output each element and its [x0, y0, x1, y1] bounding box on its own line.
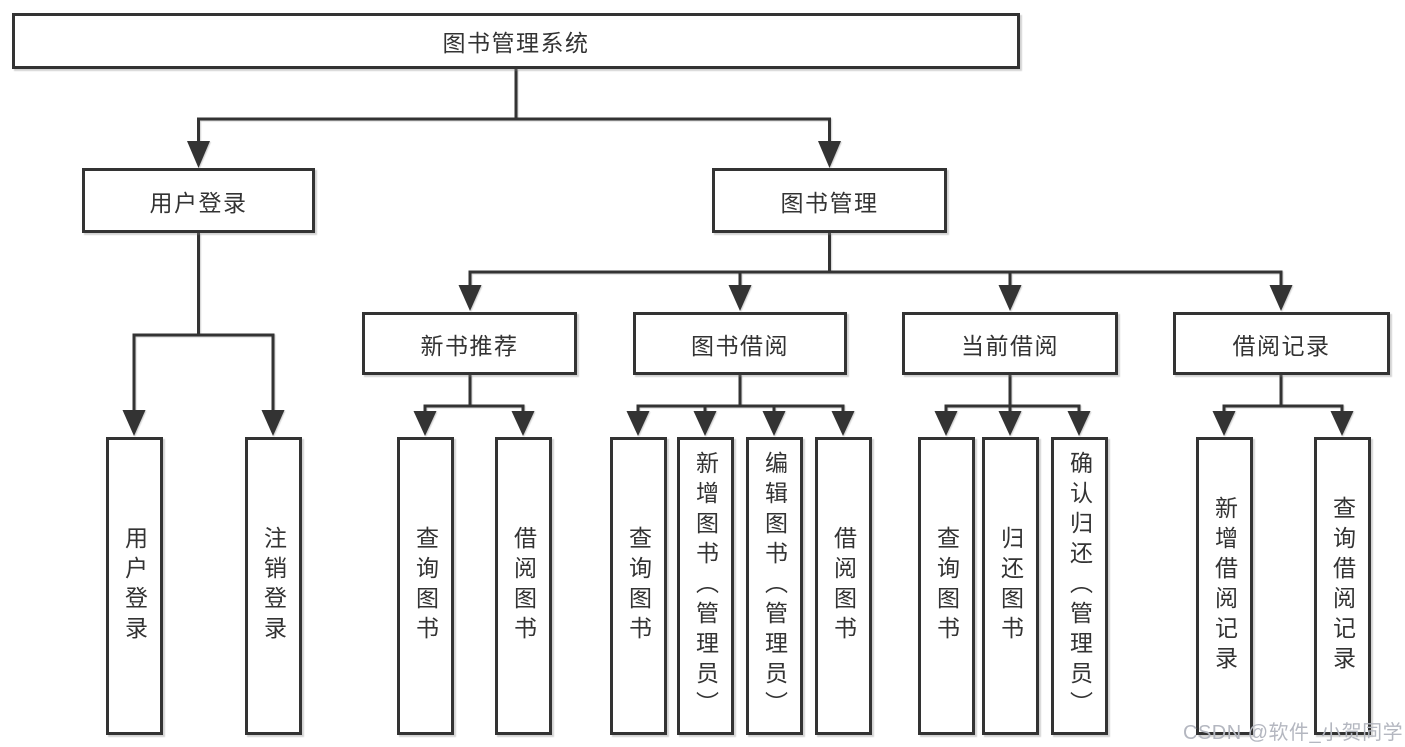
node-label: 图书管理系统 [442, 30, 590, 56]
node-current-borrowing: 当前借阅 [902, 312, 1118, 375]
node-label: 注销登录 [260, 526, 287, 646]
node-label: 确认归还（管理员） [1066, 451, 1093, 721]
leaf-user-login-action: 用户登录 [105, 437, 163, 735]
arrowheads-bookborrow-leaves [626, 411, 855, 436]
connector-newbooks-to-leaves [423, 375, 525, 413]
leaf-logout-action: 注销登录 [244, 437, 302, 735]
connector-root-to-level2 [197, 69, 831, 143]
node-label: 当前借阅 [961, 332, 1059, 359]
leaf-borrowing-query-books: 查询图书 [609, 437, 667, 735]
node-label: 查询图书 [412, 526, 439, 646]
node-label: 新增借阅记录 [1211, 496, 1238, 676]
connector-bookmgmt-to-level3 [468, 233, 1283, 288]
arrowheads-records-leaves [1212, 411, 1354, 436]
node-user-login: 用户登录 [82, 168, 315, 233]
leaf-records-add-record: 新增借阅记录 [1195, 437, 1253, 735]
arrowheads-userlogin-leaves [122, 410, 285, 436]
node-label: 借阅记录 [1232, 332, 1331, 359]
connector-bookborrow-to-leaves [636, 375, 845, 413]
node-book-management: 图书管理 [712, 168, 947, 233]
node-book-borrowing: 图书借阅 [633, 312, 847, 375]
leaf-current-return-books: 归还图书 [981, 437, 1039, 735]
node-label: 查询图书 [625, 526, 652, 646]
arrowheads-level3 [458, 285, 1293, 311]
leaf-current-confirm-return-admin: 确认归还（管理员） [1050, 437, 1108, 735]
csdn-watermark: CSDN @软件_小贺同学 [1183, 722, 1404, 744]
node-label: 用户登录 [121, 526, 148, 646]
node-label: 查询图书 [933, 526, 960, 646]
leaf-current-query-books: 查询图书 [917, 437, 975, 735]
connector-userlogin-to-leaves [132, 233, 275, 412]
leaf-records-query-record: 查询借阅记录 [1313, 437, 1371, 735]
node-label: 归还图书 [997, 526, 1024, 646]
leaf-newbooks-borrow-books: 借阅图书 [494, 437, 552, 735]
node-label: 图书管理 [780, 189, 879, 216]
connector-records-to-leaves [1222, 375, 1344, 413]
arrowheads-newbooks-leaves [413, 411, 535, 436]
node-borrowing-records: 借阅记录 [1173, 312, 1390, 375]
leaf-newbooks-query-books: 查询图书 [396, 437, 454, 735]
node-label: 新书推荐 [420, 332, 519, 359]
node-label: 借阅图书 [510, 526, 537, 646]
node-label: 图书借阅 [691, 332, 789, 359]
node-label: 借阅图书 [830, 526, 857, 646]
leaf-borrowing-add-books-admin: 新增图书（管理员） [676, 437, 734, 735]
node-label: 用户登录 [149, 189, 248, 216]
node-label: 查询借阅记录 [1329, 496, 1356, 676]
node-label: 新增图书（管理员） [692, 451, 719, 721]
node-new-book-recommend: 新书推荐 [362, 312, 577, 375]
arrowheads-currentborrow-leaves [934, 411, 1091, 436]
node-label: 编辑图书（管理员） [761, 451, 788, 721]
leaf-borrowing-edit-books-admin: 编辑图书（管理员） [745, 437, 803, 735]
connector-currentborrow-to-leaves [944, 375, 1081, 413]
leaf-borrowing-borrow-books: 借阅图书 [814, 437, 872, 735]
node-root-system: 图书管理系统 [12, 13, 1020, 69]
arrowheads-level2 [187, 141, 841, 168]
